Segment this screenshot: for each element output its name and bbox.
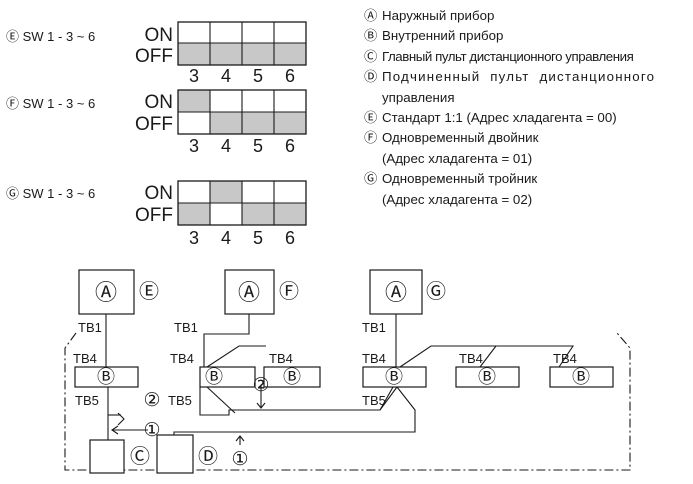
legend-item-f-cont: (Адрес хладагента = 01) — [364, 149, 690, 169]
legend-text-d1: Подчиненный пульт дистанционного — [382, 69, 656, 85]
tb5-label: TB5 — [75, 393, 99, 408]
legend-text-a: Наружный прибор — [382, 8, 495, 23]
on-label: ON — [145, 92, 174, 113]
tb4-label: TB4 — [269, 351, 293, 366]
indoor-unit-5-mark: Ⓑ — [478, 367, 496, 387]
indoor-unit-5 — [455, 366, 520, 388]
outdoor-unit-2-mark: Ⓐ — [238, 280, 260, 305]
indoor-unit-3 — [263, 366, 321, 388]
legend-item-g-cont: (Адрес хладагента = 02) — [364, 190, 690, 210]
tb5-label: TB5 — [168, 393, 192, 408]
legend-mark-a: Ⓐ — [364, 8, 378, 23]
switch-number-3: 3 — [189, 66, 199, 86]
off-label: OFF — [135, 46, 173, 67]
main-remote-controller — [89, 439, 125, 474]
switch-4-6-off — [210, 112, 306, 134]
switch-number-6: 6 — [285, 228, 295, 248]
outdoor-unit-1 — [78, 269, 135, 315]
switch-panel-g: Ⓖ SW 1 - 3 ~ 6 ON OFF 3 4 5 6 — [6, 180, 307, 248]
switch-label-f: Ⓕ SW 1 - 3 ~ 6 — [6, 96, 95, 111]
outdoor-unit-2 — [224, 269, 275, 315]
switch-3-off — [178, 203, 210, 225]
switch-panel-e: Ⓔ SW 1 - 3 ~ 6 ON OFF 3 4 5 6 — [6, 21, 307, 86]
switch-number-5: 5 — [253, 66, 263, 86]
switch-number-3: 3 — [189, 136, 199, 156]
sub-remote-mark: Ⓓ — [198, 445, 218, 468]
switch-number-6: 6 — [285, 136, 295, 156]
legend-item-c: Ⓒ Главный пульт дистанционного управления — [364, 47, 690, 67]
on-label: ON — [145, 25, 174, 46]
legend-item-d-cont: управления — [364, 88, 690, 108]
switch-number-4: 4 — [221, 228, 231, 248]
indoor-unit-6 — [549, 366, 614, 388]
indoor-unit-4 — [362, 366, 427, 388]
tb1-label: TB1 — [362, 320, 386, 335]
indoor-unit-2 — [199, 366, 256, 388]
tb1-label: TB1 — [78, 320, 102, 335]
legend-text-g1: Одновременный тройник — [382, 171, 538, 187]
switch-number-3: 3 — [189, 228, 199, 248]
switch-number-5: 5 — [253, 136, 263, 156]
legend-item-a: Ⓐ Наружный прибор — [364, 6, 690, 26]
indoor-unit-3-mark: Ⓑ — [283, 367, 301, 387]
on-label: ON — [145, 183, 174, 204]
tb4-label: TB4 — [170, 351, 194, 366]
tb4-label: TB4 — [73, 351, 97, 366]
legend-text-b: Внутренний прибор — [382, 28, 504, 44]
indoor-unit-1-mark: Ⓑ — [97, 367, 115, 387]
switch-3-on — [178, 90, 210, 112]
indoor-unit-2-mark: Ⓑ — [205, 367, 223, 387]
tb4-label: TB4 — [459, 351, 483, 366]
legend-mark-c: Ⓒ — [364, 48, 377, 64]
legend-text-d2: управления — [382, 89, 455, 105]
switch-number-4: 4 — [221, 66, 231, 86]
indoor-unit-6-mark: Ⓑ — [572, 367, 590, 387]
off-label: OFF — [135, 114, 173, 135]
wire-1-label: ① — [143, 420, 160, 441]
legend-mark-e: Ⓔ — [364, 110, 378, 126]
switch-4-on — [210, 181, 242, 203]
indoor-unit-4-mark: Ⓑ — [385, 367, 403, 387]
legend-text-c: Главный пульт дистанционного управления — [382, 48, 634, 64]
switch-label-e: Ⓔ SW 1 - 3 ~ 6 — [6, 29, 95, 44]
off-label: OFF — [135, 205, 173, 226]
legend-text-g2: (Адрес хладагента = 02) — [382, 191, 533, 207]
switch-panel-f: Ⓕ SW 1 - 3 ~ 6 ON OFF 3 4 5 6 — [6, 89, 307, 156]
group-mark-e: Ⓔ — [139, 280, 159, 303]
outdoor-unit-3-mark: Ⓐ — [385, 280, 407, 305]
switch-number-4: 4 — [221, 136, 231, 156]
legend-mark-d: Ⓓ — [364, 69, 378, 85]
legend-mark-g: Ⓖ — [364, 171, 378, 187]
wire-1-label: ① — [231, 449, 248, 470]
outdoor-unit-1-mark: Ⓐ — [95, 280, 117, 305]
sub-remote-controller — [156, 434, 194, 474]
legend-text-f1: Одновременный двойник — [382, 130, 539, 146]
legend-text-e: Стандарт 1:1 (Адрес хладагента = 00) — [382, 110, 617, 126]
group-mark-f: Ⓕ — [279, 280, 299, 303]
legend-mark-b: Ⓑ — [364, 28, 378, 44]
switch-label-g: Ⓖ SW 1 - 3 ~ 6 — [6, 186, 95, 201]
tb1-label: TB1 — [174, 320, 198, 335]
switch-number-6: 6 — [285, 66, 295, 86]
legend-text-f2: (Адрес хладагента = 01) — [382, 150, 533, 166]
tb5-label: TB5 — [362, 393, 386, 408]
legend-mark-f: Ⓕ — [364, 130, 378, 146]
tb4-label: TB4 — [362, 351, 386, 366]
wire-2-label: ② — [143, 390, 160, 411]
main-remote-mark: Ⓒ — [130, 445, 150, 468]
switch-number-5: 5 — [253, 228, 263, 248]
outdoor-unit-3 — [369, 269, 423, 315]
group-mark-g: Ⓖ — [426, 280, 446, 303]
wiring-lines — [105, 314, 575, 445]
wire-2-label: ② — [252, 375, 269, 396]
